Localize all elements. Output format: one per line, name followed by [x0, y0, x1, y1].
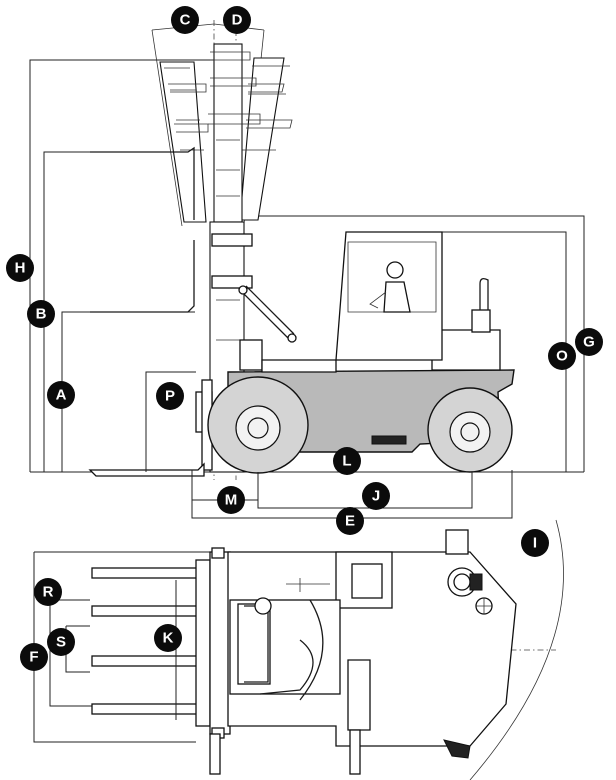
tilted-mast-back [159, 61, 209, 223]
marker-a-circle [47, 381, 75, 409]
dimension-line-j [257, 472, 473, 509]
marker-h: H [6, 254, 34, 282]
dimension-line-g [214, 215, 585, 472]
marker-o-circle [548, 342, 576, 370]
dimension-markers: C D H B A P OG L M JE I R S F K [6, 6, 603, 671]
marker-d: D [223, 6, 251, 34]
marker-s-circle [47, 628, 75, 656]
side-view [29, 20, 585, 519]
marker-m: M [217, 486, 245, 514]
marker-k-label: K [163, 630, 174, 647]
marker-o-label: O [556, 348, 568, 365]
marker-j-circle [362, 482, 390, 510]
marker-p-label: P [165, 388, 175, 405]
marker-p: P [156, 382, 184, 410]
mast-raised [208, 43, 261, 223]
marker-d-circle [223, 6, 251, 34]
fork-raised-lower [90, 240, 195, 313]
marker-r: R [34, 578, 62, 606]
marker-r-label: R [43, 584, 54, 601]
marker-s: S [47, 628, 75, 656]
marker-k: K [154, 624, 182, 652]
marker-e-circle [336, 507, 364, 535]
tilt-cylinder [238, 285, 297, 343]
marker-r-circle [34, 578, 62, 606]
marker-d-label: D [232, 12, 243, 29]
marker-c-circle [171, 6, 199, 34]
marker-p-circle [156, 382, 184, 410]
marker-b-label: B [36, 306, 47, 323]
marker-c: C [171, 6, 199, 34]
marker-j-label: J [372, 488, 380, 505]
marker-f-label: F [29, 649, 38, 666]
marker-c-label: C [180, 12, 191, 29]
marker-s-label: S [56, 634, 66, 651]
turning-radius-arc-i [469, 519, 564, 780]
marker-m-circle [217, 486, 245, 514]
marker-f-circle [20, 643, 48, 671]
dimension-line-f [33, 552, 196, 743]
marker-a-label: A [56, 387, 67, 404]
chassis-top [209, 529, 517, 775]
cab [335, 231, 443, 361]
marker-m-label: M [225, 492, 238, 509]
marker-b: B [27, 300, 55, 328]
marker-l-label: L [342, 453, 351, 470]
fork-raised-upper [90, 146, 195, 220]
marker-i-circle [521, 529, 549, 557]
marker-l-circle [333, 447, 361, 475]
carriage-top [195, 547, 231, 739]
rear-wheel [427, 387, 513, 473]
marker-g-label: G [583, 334, 595, 351]
front-wheel [207, 376, 309, 474]
marker-h-label: H [15, 260, 26, 277]
marker-e-label: E [345, 513, 355, 530]
top-view [33, 519, 564, 780]
marker-g: G [575, 328, 603, 356]
dimension-line-p [145, 371, 196, 472]
marker-b-circle [27, 300, 55, 328]
dimension-line-h [29, 59, 214, 472]
forks-top [91, 567, 203, 715]
marker-l: L [333, 447, 361, 475]
marker-k-circle [154, 624, 182, 652]
marker-h-circle [6, 254, 34, 282]
marker-e: E [336, 507, 364, 535]
fork-carriage [88, 379, 213, 477]
marker-i-label: I [533, 535, 537, 552]
marker-f: F [20, 643, 48, 671]
marker-o: O [548, 342, 576, 370]
tilted-mast-forward [239, 57, 293, 221]
marker-g-circle [575, 328, 603, 356]
marker-i: I [521, 529, 549, 557]
marker-j: J [362, 482, 390, 510]
tilt-back-line-c [151, 29, 183, 227]
marker-a: A [47, 381, 75, 409]
